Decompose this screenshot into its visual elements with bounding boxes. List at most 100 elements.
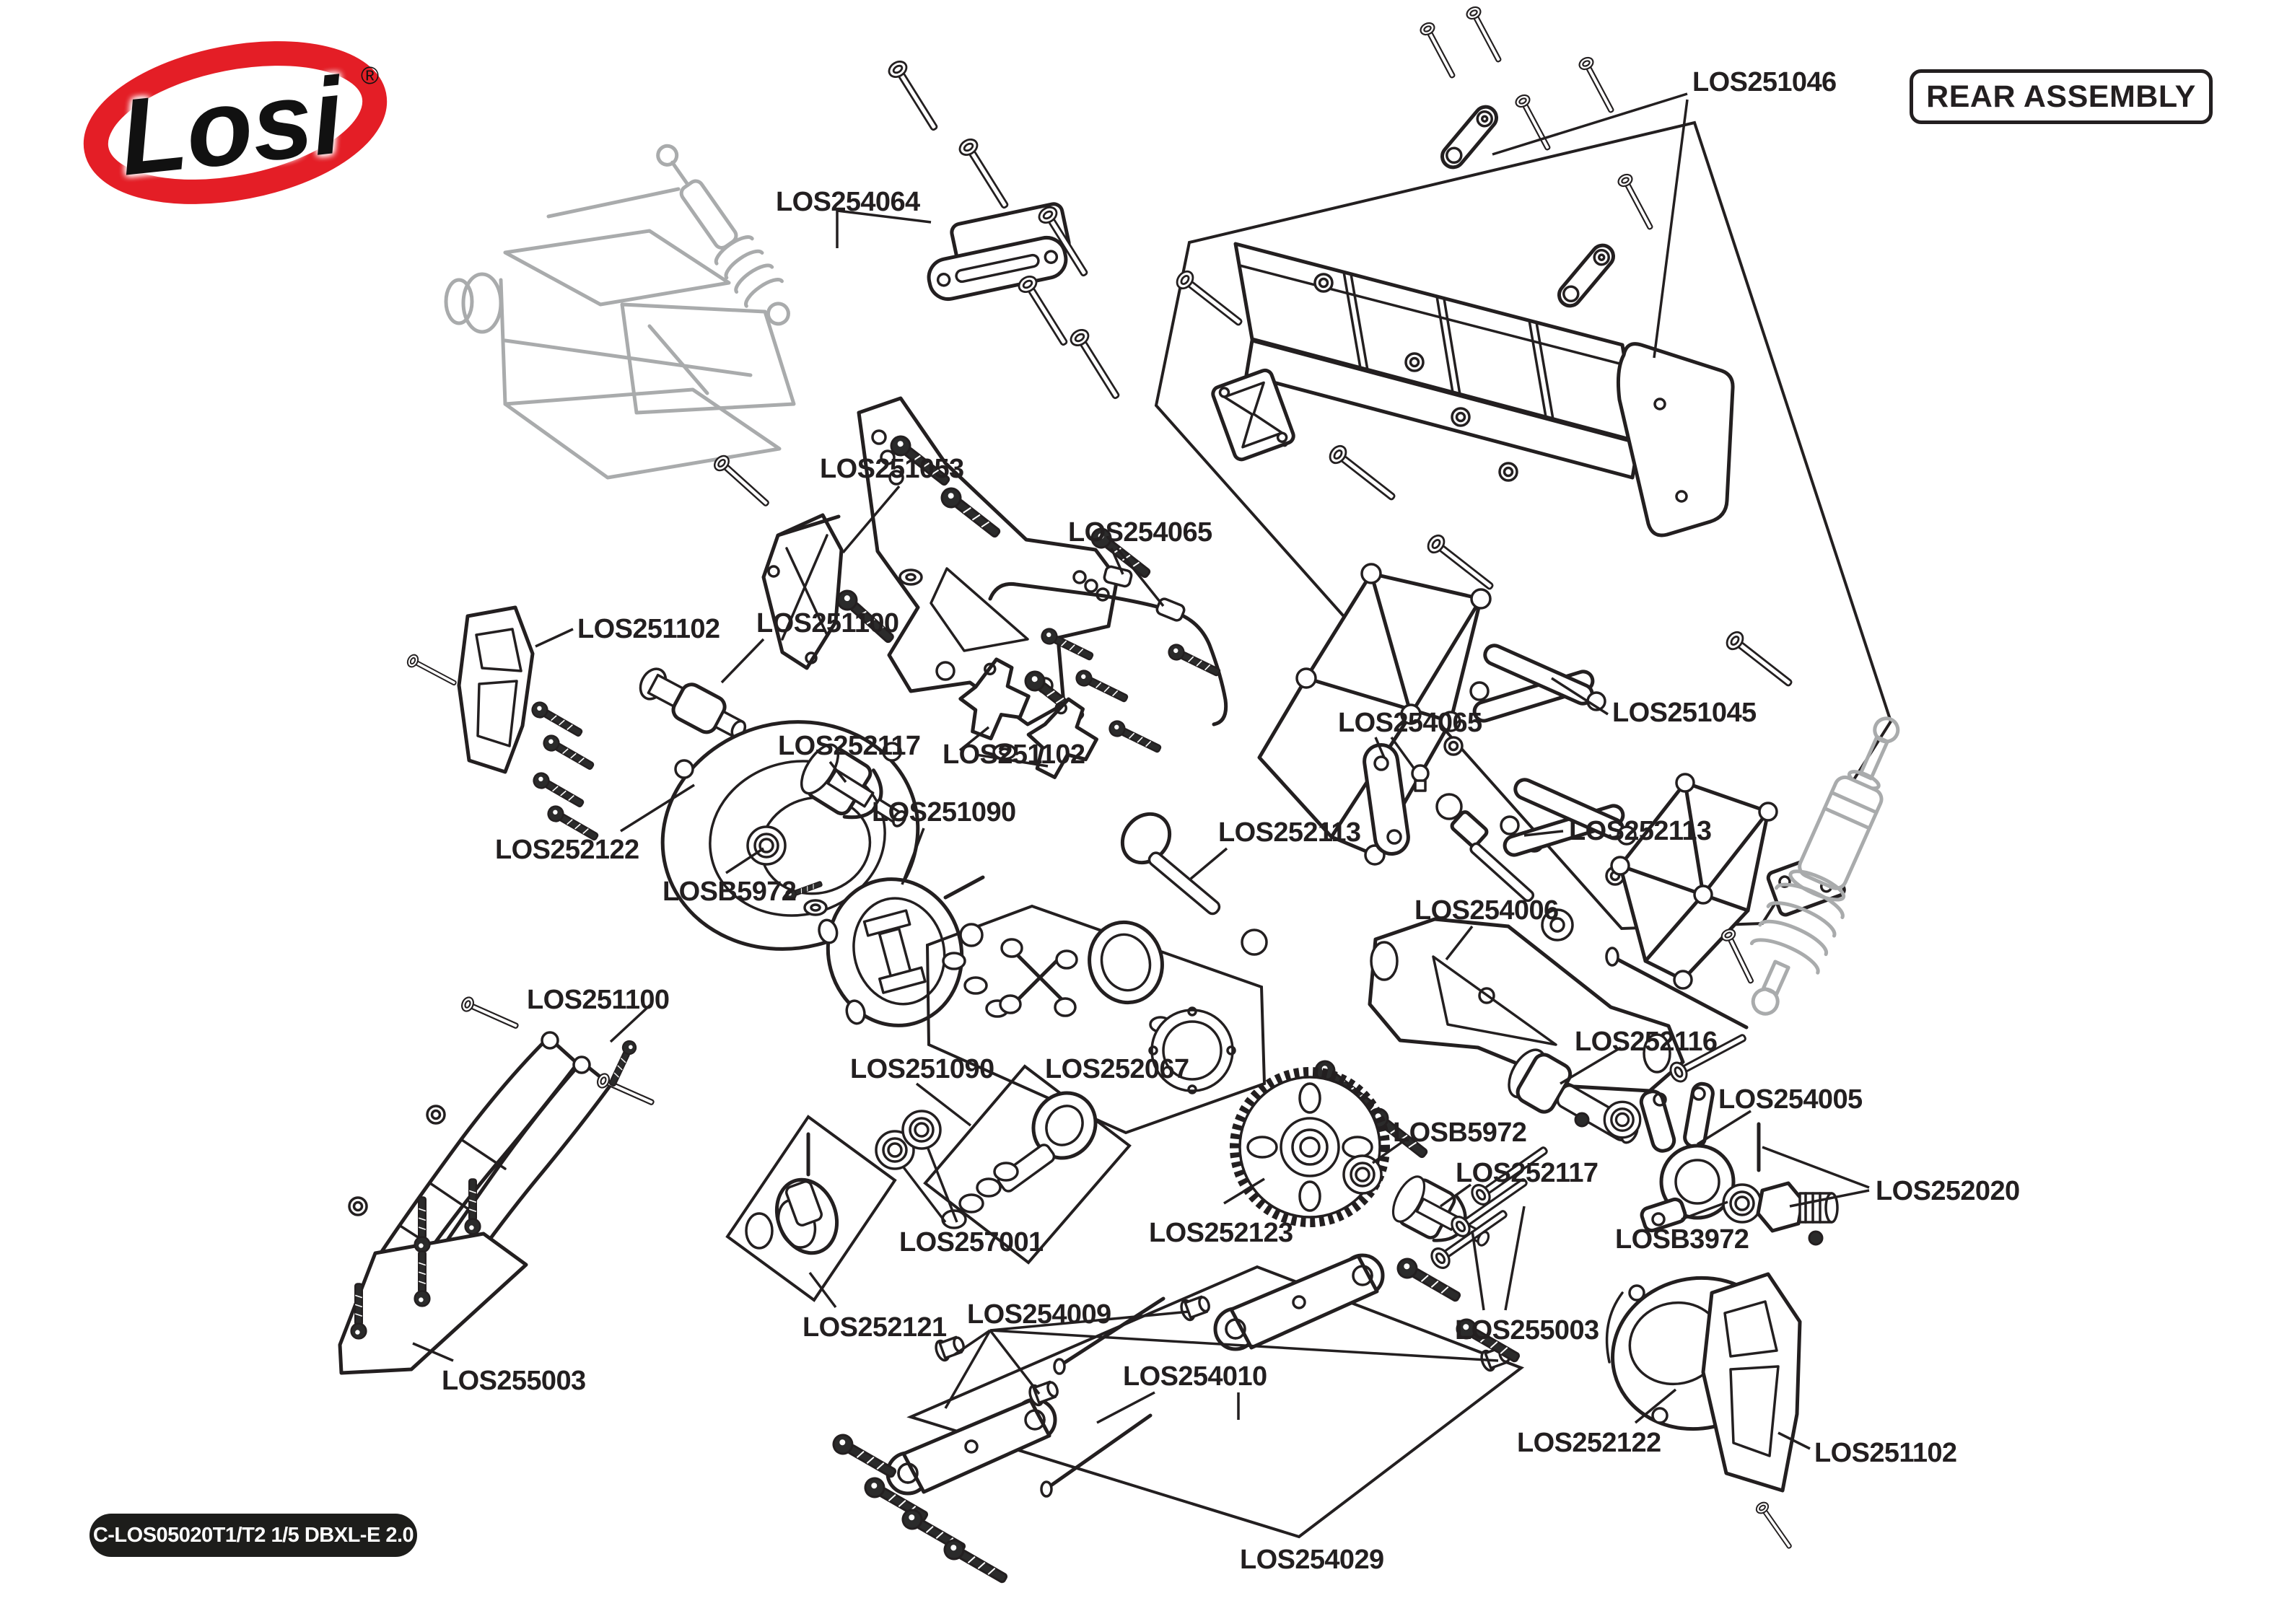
mud-guard-right — [1701, 1272, 1802, 1552]
part-label-los254064: LOS254064 — [776, 187, 920, 217]
part-label-los251045: LOS251045 — [1612, 698, 1757, 728]
part-label-los257001: LOS257001 — [899, 1227, 1044, 1257]
bearing-losb3972 — [1722, 1183, 1762, 1224]
part-label-los254065-a: LOS254065 — [1068, 517, 1212, 548]
rear-knuckle — [1639, 1081, 1736, 1233]
part-label-los252122-b: LOS252122 — [1517, 1428, 1661, 1458]
page-title: REAR ASSEMBLY — [1910, 69, 2213, 124]
part-label-los251102-c: LOS251102 — [1814, 1438, 1957, 1468]
boundary-wing-assembly — [1154, 120, 1893, 931]
part-label-los254065-b: LOS254065 — [1338, 708, 1482, 738]
leader-line-los255003-b — [1471, 1230, 1485, 1311]
leader-line-los254010 — [1096, 1391, 1155, 1424]
part-label-los254009: LOS254009 — [967, 1299, 1111, 1330]
part-label-los254005: LOS254005 — [1718, 1084, 1863, 1115]
leader-line-los254065-a — [1110, 548, 1124, 575]
leader-line-los251100-b — [609, 1003, 652, 1043]
driveshaft-left — [1120, 812, 1268, 956]
leader-line-los254005 — [1697, 1110, 1752, 1146]
leader-line-los251102-b — [975, 753, 1049, 768]
part-label-los252122-a: LOS252122 — [495, 835, 639, 865]
part-label-los251102-b: LOS251102 — [943, 739, 1085, 770]
wing-support-link — [1469, 644, 1606, 723]
leader-line-los252121 — [808, 1271, 837, 1309]
wing-button — [1438, 102, 1500, 172]
part-label-los252121: LOS252121 — [803, 1312, 947, 1343]
axle-nut — [1756, 1122, 1839, 1246]
part-label-los252116: LOS252116 — [1575, 1027, 1718, 1057]
part-label-los252067: LOS252067 — [1045, 1054, 1189, 1084]
rear-suspension-arm — [1368, 917, 1759, 1093]
leader-line-los252116 — [1560, 1046, 1622, 1085]
leader-line-los255003-a — [412, 1342, 454, 1362]
leader-line-los257001 — [902, 1166, 947, 1224]
leader-line-los257001 — [927, 1148, 958, 1223]
leader-line-los254009 — [989, 1310, 1190, 1332]
leader-line-los252020 — [1762, 1146, 1870, 1189]
part-label-los251053: LOS251053 — [820, 454, 964, 484]
leader-line-los255003-b — [1504, 1206, 1526, 1311]
wing-support-link — [1500, 778, 1637, 857]
leader-line-los252113-b — [1523, 830, 1564, 837]
leader-line-los252117-b — [1439, 1183, 1472, 1208]
losi-logo-text: Losi — [114, 54, 349, 198]
part-label-los251046: LOS251046 — [1692, 67, 1837, 97]
part-label-los254010: LOS254010 — [1123, 1361, 1267, 1392]
leader-line-los252113-a — [1189, 847, 1228, 880]
camber-turnbuckle — [1435, 793, 1574, 942]
document-code-tag: C-LOS05020T1/T2 1/5 DBXL-E 2.0 — [89, 1514, 417, 1557]
leader-line-losb5972-a — [725, 847, 764, 874]
ghost-assembled-rear-corner — [444, 144, 796, 480]
wing-endplate — [1616, 342, 1735, 537]
cover-washer — [803, 899, 828, 916]
leader-line-los252020 — [1789, 1189, 1870, 1208]
part-label-los254029: LOS254029 — [1240, 1545, 1384, 1575]
leader-line-los254009 — [989, 1329, 1499, 1362]
leader-line-los251053 — [841, 485, 901, 554]
leader-line-los252122-a — [620, 784, 695, 833]
leader-line-los254065-b — [1374, 737, 1386, 758]
leader-line-los251045 — [1551, 677, 1609, 716]
part-label-losb5972-a: LOSB5972 — [662, 877, 797, 907]
leader-line-los251102-b — [958, 726, 990, 752]
leader-line-los251090-a — [901, 828, 925, 885]
part-label-los252123: LOS252123 — [1149, 1218, 1293, 1248]
bearing-losb5972-left — [746, 825, 787, 866]
boundary-center-coupler — [725, 1115, 897, 1302]
ghost-shock-absorber — [1749, 716, 1900, 1016]
leader-line-los254009 — [944, 1330, 992, 1409]
stub-axle — [1508, 1048, 1642, 1144]
part-label-los251100-b: LOS251100 — [527, 985, 670, 1015]
part-label-los254006: LOS254006 — [1414, 895, 1559, 926]
wing-mount-plate — [1211, 368, 1295, 462]
leader-line-los251100-a — [720, 638, 765, 684]
part-label-losb3972: LOSB3972 — [1615, 1224, 1749, 1255]
pivot-pins — [1040, 1296, 1166, 1498]
part-label-los252117-b: LOS252117 — [1456, 1158, 1599, 1188]
wing-button-screws — [1417, 4, 1658, 233]
pivot-block-lower — [888, 1400, 1055, 1493]
pinion-gear-set — [941, 1091, 1098, 1229]
part-label-los255003-a: LOS255003 — [442, 1366, 586, 1396]
part-label-los255003-b: LOS255003 — [1455, 1315, 1599, 1346]
wing-truss-left — [1257, 563, 1492, 866]
part-label-los251100-a: LOS251100 — [756, 608, 899, 638]
boundary-diff-internals — [925, 904, 1267, 1135]
leader-line-los252123 — [1223, 1177, 1265, 1205]
losi-logo-swoosh — [83, 41, 388, 204]
document-code-text: C-LOS05020T1/T2 1/5 DBXL-E 2.0 — [92, 1524, 414, 1547]
center-coupler — [745, 1132, 839, 1255]
part-label-los252113-a: LOS252113 — [1218, 817, 1361, 848]
leader-line-los252122-b — [1634, 1388, 1677, 1424]
diff-internals — [942, 875, 1236, 1094]
camber-link — [1363, 743, 1430, 856]
leader-line-los252117-a — [828, 760, 847, 784]
leader-line-losb5972-b — [1371, 1137, 1409, 1164]
mud-guard-left — [405, 605, 602, 846]
chassis-plate-left — [338, 1178, 528, 1375]
part-label-los252020: LOS252020 — [1876, 1176, 2020, 1206]
leader-line-los251046 — [1653, 99, 1689, 359]
page-title-text: REAR ASSEMBLY — [1926, 79, 2196, 114]
